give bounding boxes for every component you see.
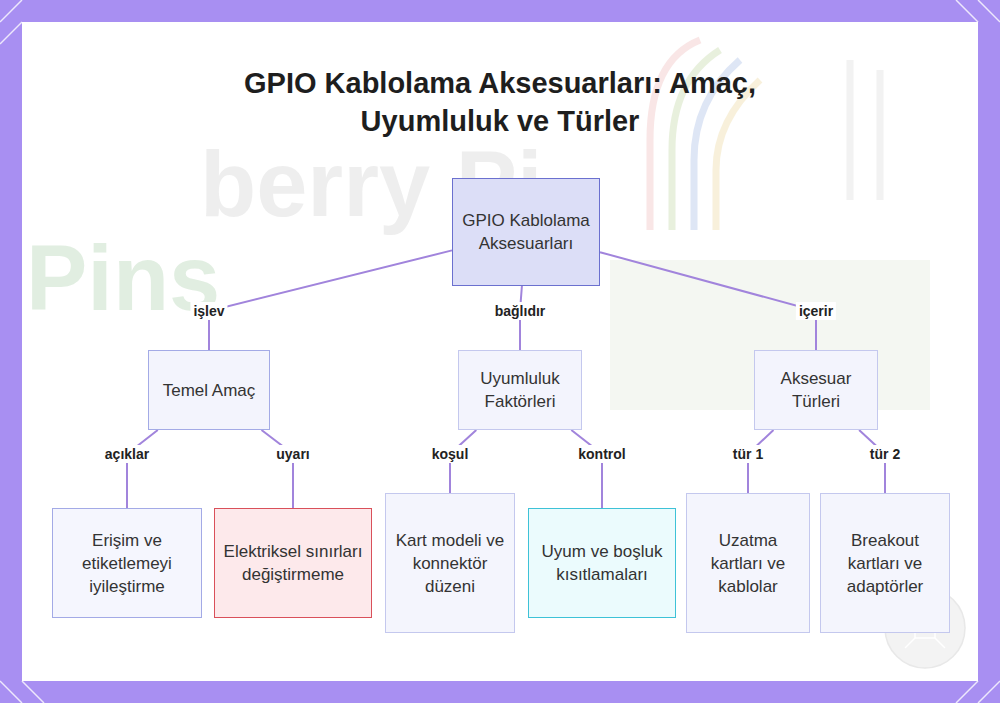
concept-box: Erişim ve etiketlemeyi iyileştirme <box>52 508 202 618</box>
concept-box: Temel Amaç <box>148 350 270 430</box>
edge-label: içerir <box>796 302 836 320</box>
edge-label: işlev <box>190 302 227 320</box>
connector-line <box>127 430 158 508</box>
edge-label: bağlıdır <box>492 302 549 320</box>
concept-box: Elektriksel sınırları değiştirmeme <box>214 508 372 618</box>
edge-label: kontrol <box>575 445 628 463</box>
connector-line <box>262 430 294 508</box>
edge-label: koşul <box>429 445 472 463</box>
connector-line <box>600 252 816 350</box>
box-text: GPIO Kablolama Aksesuarları <box>461 209 591 255</box>
box-text: Aksesuar Türleri <box>763 367 869 413</box>
box-text: Kart modeli ve konnektör düzeni <box>394 529 506 598</box>
box-text: Breakout kartları ve adaptörler <box>829 529 941 598</box>
concept-box: Uzatma kartları ve kablolar <box>686 493 810 633</box>
edge-label: tür 1 <box>730 445 766 463</box>
edge-label: tür 2 <box>867 445 903 463</box>
root-box: GPIO Kablolama Aksesuarları <box>452 178 600 286</box>
box-text: Uyum ve boşluk kısıtlamaları <box>537 540 667 586</box>
concept-box: Kart modeli ve konnektör düzeni <box>385 493 515 633</box>
diagram-title: GPIO Kablolama Aksesuarları: Amaç, Uyuml… <box>210 64 790 140</box>
box-text: Temel Amaç <box>163 379 256 402</box>
box-text: Uzatma kartları ve kablolar <box>695 529 801 598</box>
edge-label: açıklar <box>102 445 152 463</box>
box-text: Elektriksel sınırları değiştirmeme <box>223 540 363 586</box>
concept-box: Uyum ve boşluk kısıtlamaları <box>528 508 676 618</box>
box-text: Uyumluluk Faktörleri <box>467 367 573 413</box>
connector-line <box>209 250 452 350</box>
concept-box: Uyumluluk Faktörleri <box>458 350 582 430</box>
edge-label: uyarı <box>273 445 312 463</box>
connector-line <box>571 430 602 508</box>
box-text: Erişim ve etiketlemeyi iyileştirme <box>61 529 193 598</box>
concept-box: Breakout kartları ve adaptörler <box>820 493 950 633</box>
concept-box: Aksesuar Türleri <box>754 350 878 430</box>
